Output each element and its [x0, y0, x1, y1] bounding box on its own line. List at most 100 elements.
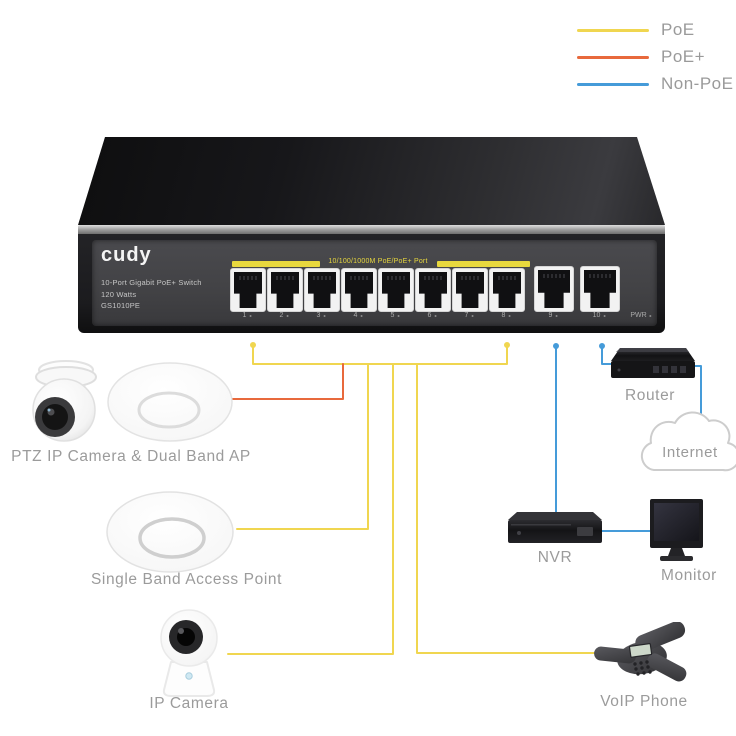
port-led — [649, 314, 652, 317]
rj45-port-3 — [304, 268, 340, 312]
router-ports — [653, 366, 686, 373]
nvr — [508, 512, 602, 543]
single-band-ap — [106, 491, 234, 573]
legend-item-poe: PoE — [577, 20, 695, 40]
rj45-port-1 — [230, 268, 266, 312]
switch-brand-logo: cudy — [101, 244, 152, 266]
poe-plus-line-swatch — [577, 55, 649, 59]
port-led — [360, 314, 363, 317]
poe-cable-dot — [250, 342, 256, 348]
poe-cable-bus — [252, 344, 508, 365]
port-led — [397, 314, 400, 317]
nvr-front-detail — [577, 527, 593, 536]
rj45-port-10 — [580, 266, 620, 312]
port-label-8: 8 — [502, 312, 511, 319]
port-label-6: 6 — [428, 312, 437, 319]
rj45-opening — [382, 272, 410, 308]
rj45-pins — [350, 276, 368, 280]
rj45-opening — [538, 270, 570, 308]
router — [611, 348, 695, 378]
port-label-5: 5 — [391, 312, 400, 319]
rj45-port-5 — [378, 268, 414, 312]
rj45-pins — [461, 276, 479, 280]
rj45-pins — [543, 274, 565, 278]
rj45-opening — [234, 272, 262, 308]
port-label-4: 4 — [354, 312, 363, 319]
switch-wattage: 120 Watts — [101, 289, 137, 299]
rj45-port-4 — [341, 268, 377, 312]
port-led — [555, 314, 558, 317]
label-single-band-ap: Single Band Access Point — [90, 571, 283, 588]
legend-item-poe-plus: PoE+ — [577, 47, 705, 67]
port-led — [249, 314, 252, 317]
camera-lens — [42, 404, 68, 430]
monitor-stand-base — [660, 556, 693, 561]
rj45-opening — [419, 272, 447, 308]
poe-plus-cable-to-dual-band-ap — [231, 363, 344, 400]
non-poe-cable-dot — [599, 343, 605, 349]
switch-description: 10-Port Gigabit PoE+ Switch — [101, 278, 202, 287]
label-ip-camera: IP Camera — [149, 695, 229, 712]
voip-phone — [594, 622, 687, 682]
poe-cable-to-single-band-ap — [236, 363, 369, 530]
label-voip-phone: VoIP Phone — [600, 693, 688, 710]
rj45-opening — [308, 272, 336, 308]
port-led — [508, 314, 511, 317]
ptz-ip-camera — [32, 360, 97, 442]
ip-camera — [160, 609, 218, 697]
legend-label: Non-PoE — [661, 74, 734, 93]
non-poe-cable-dot — [553, 343, 559, 349]
legend-label: PoE — [661, 20, 695, 39]
rj45-pins — [387, 276, 405, 280]
poe-line-swatch — [577, 28, 649, 32]
port-led — [286, 314, 289, 317]
port-led — [603, 314, 606, 317]
legend-item-non-poe: Non-PoE — [577, 74, 733, 94]
rj45-pins — [424, 276, 442, 280]
label-internet: Internet — [662, 444, 718, 461]
monitor-screen — [654, 503, 699, 541]
phone-keypad — [633, 660, 652, 676]
switch-front-edge — [78, 225, 665, 234]
poe-cable-to-ip-camera — [227, 363, 394, 655]
port-led — [434, 314, 437, 317]
port-label-7: 7 — [465, 312, 474, 319]
legend-label: PoE+ — [661, 47, 706, 66]
switch-spec-text: 10-Port Gigabit PoE+ Switch 120 Watts GS… — [101, 277, 202, 312]
rj45-pins — [239, 276, 257, 280]
label-router: Router — [624, 387, 676, 404]
rj45-pins — [589, 274, 611, 278]
non-poe-line-swatch — [577, 82, 649, 86]
internet-cloud — [640, 411, 736, 472]
port-label-9: 9 — [549, 312, 558, 319]
rj45-opening — [345, 272, 373, 308]
port-label-2: 2 — [280, 312, 289, 319]
poe-accent-bar-left — [232, 261, 320, 267]
poe-cable-dot — [504, 342, 510, 348]
rj45-opening — [493, 272, 521, 308]
rj45-pins — [498, 276, 516, 280]
port-label-1: 1 — [243, 312, 252, 319]
rj45-port-6 — [415, 268, 451, 312]
port-led — [471, 314, 474, 317]
rj45-opening — [584, 270, 616, 308]
ap-ring — [137, 391, 201, 429]
rj45-pins — [313, 276, 331, 280]
phone-screen — [628, 643, 653, 658]
rj45-port-8 — [489, 268, 525, 312]
port-label-10: 10 — [593, 312, 606, 319]
switch-top-surface — [78, 137, 665, 225]
poe-banner-text: 10/100/1000M PoE/PoE+ Port — [328, 258, 428, 265]
label-monitor: Monitor — [661, 567, 717, 584]
monitor — [650, 499, 703, 561]
port-label-3: 3 — [317, 312, 326, 319]
label-camera-ap-combo: PTZ IP Camera & Dual Band AP — [11, 448, 251, 465]
rj45-opening — [271, 272, 299, 308]
poe-accent-bar-right — [437, 261, 530, 267]
rj45-port-2 — [267, 268, 303, 312]
rj45-port-9 — [534, 266, 574, 312]
label-nvr: NVR — [537, 549, 573, 566]
rj45-opening — [456, 272, 484, 308]
rj45-port-7 — [452, 268, 488, 312]
